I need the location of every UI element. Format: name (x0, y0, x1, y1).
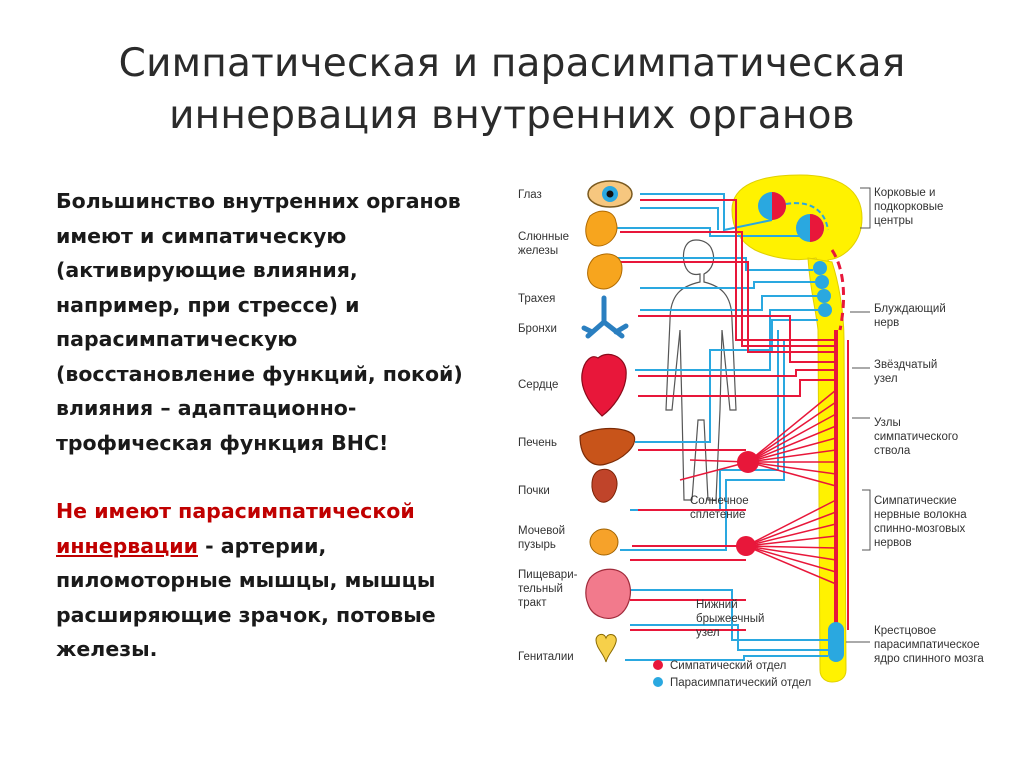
label-vagus-2: нерв (874, 317, 899, 329)
label-cortical-3: центры (874, 215, 913, 227)
organ-trachea-bronchi (581, 295, 629, 339)
organ-gut (585, 568, 631, 619)
label-salivary-2: железы (518, 245, 558, 257)
organ-salivary-gland-2 (587, 253, 623, 290)
innervation-diagram: Глаз Слюнные железы Трахея Бронхи Сердце… (518, 174, 984, 689)
parasympathetic-fibers (615, 193, 830, 661)
label-bronchi: Бронхи (518, 323, 557, 335)
label-trunk-1: Узлы (874, 417, 901, 429)
label-mesenteric-1: Нижний (696, 599, 738, 611)
label-mesenteric-3: узел (696, 627, 720, 639)
label-trunk-3: ствола (874, 445, 911, 457)
label-eye: Глаз (518, 189, 542, 201)
body-line: Большинство внутренних органов (56, 189, 461, 213)
label-stellate-1: Звёздчатый (874, 359, 937, 371)
organ-eye (587, 180, 633, 208)
brain (731, 174, 863, 271)
label-bladder-1: Мочевой (518, 525, 565, 537)
legend: Симпатический отдел Парасимпатический от… (653, 660, 811, 689)
label-sacral-1: Крестцовое (874, 625, 936, 637)
organ-heart (581, 353, 627, 417)
vagus-nuclei (813, 249, 846, 331)
label-genitals: Гениталии (518, 651, 574, 663)
label-bladder-2: пузырь (518, 539, 556, 551)
legend-sympathetic: Симпатический отдел (670, 660, 786, 672)
exception-line: пиломоторные мышцы, мышцы (56, 568, 436, 592)
sympathetic-fibers (620, 199, 836, 631)
label-gut-3: тракт (518, 597, 547, 609)
label-cortical-1: Корковые и (874, 187, 935, 199)
organ-liver (579, 427, 636, 466)
label-sacral-2: парасимпатическое (874, 639, 980, 651)
label-gut-1: Пищевари- (518, 569, 578, 581)
label-salivary-1: Слюнные (518, 231, 569, 243)
legend-sympathetic-swatch (653, 660, 663, 670)
body-line: имеют и симпатическую (56, 223, 347, 248)
label-sacral-3: ядро спинного мозга (874, 653, 984, 665)
organ-salivary-gland-1 (585, 210, 618, 247)
exception-line: расширяющие зрачок, потовые (56, 602, 436, 627)
exception-line: иннервации - артерии, (56, 529, 496, 564)
label-mesenteric-2: брыжеечный (696, 613, 764, 625)
solar-plexus (679, 389, 837, 487)
body-line: парасимпатическую (56, 327, 298, 351)
exception-line: железы. (56, 637, 158, 661)
label-vagus-1: Блуждающий (874, 303, 946, 315)
label-liver: Печень (518, 437, 557, 449)
label-heart: Сердце (518, 379, 558, 391)
label-cortical-2: подкорковые (874, 201, 943, 213)
exception-rest: - артерии, (198, 533, 327, 558)
inferior-mesenteric-ganglion (736, 499, 837, 585)
label-fibers-3: спинно-мозговых (874, 523, 965, 535)
human-silhouette (665, 239, 737, 501)
label-trachea: Трахея (518, 293, 555, 305)
legend-parasympathetic-swatch (653, 677, 663, 687)
body-text: Большинство внутренних органов имеют и с… (56, 184, 496, 667)
label-trunk-2: симпатического (874, 431, 958, 443)
label-solar-1: Солнечное (690, 495, 749, 507)
body-line: (активирующие влияния, (56, 258, 358, 282)
label-fibers-4: нервов (874, 537, 912, 549)
label-stellate-2: узел (874, 373, 898, 385)
organ-genitals (595, 633, 617, 663)
exception-underlined: иннервации (56, 533, 198, 558)
organ-bladder (589, 528, 619, 556)
organ-kidney (591, 468, 618, 503)
body-line: (восстановление функций, покой) (56, 361, 463, 386)
sacral-nucleus (828, 622, 844, 662)
body-line: влияния – адаптационно- (56, 396, 357, 420)
title-line-1: Симпатическая и парасимпатическая (118, 41, 906, 86)
slide-title: Симпатическая и парасимпатическая иннерв… (0, 38, 1024, 142)
label-solar-2: сплетение (690, 509, 745, 521)
label-kidneys: Почки (518, 485, 550, 497)
label-gut-2: тельный (518, 583, 563, 595)
legend-parasympathetic: Парасимпатический отдел (670, 677, 811, 689)
label-fibers-2: нервные волокна (874, 509, 967, 521)
exception-heading: Не имеют парасимпатической (56, 499, 415, 523)
body-line: трофическая функция ВНС! (56, 430, 389, 455)
body-line: например, при стрессе) и (56, 292, 360, 317)
spinal-cord (807, 257, 847, 683)
label-fibers-1: Симпатические (874, 495, 957, 507)
title-line-2: иннервация внутренних органов (169, 93, 855, 138)
right-label-brackets (846, 187, 871, 643)
